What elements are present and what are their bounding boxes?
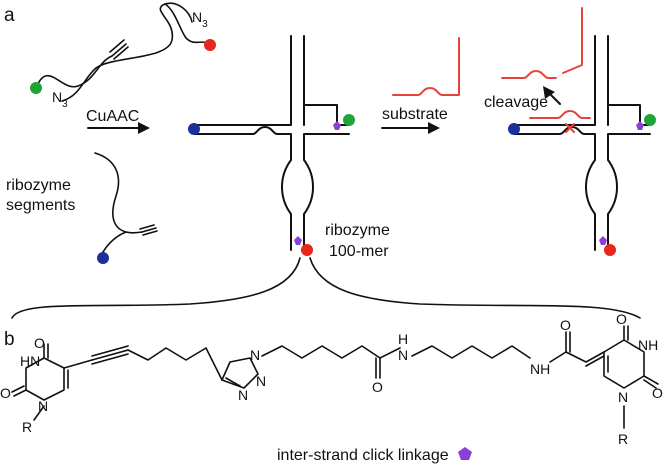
released-fragment-1 bbox=[501, 70, 557, 79]
azide-top-label: N3 bbox=[192, 9, 208, 30]
red-dot bbox=[204, 39, 216, 51]
segment-strand-blue: ribozyme segments bbox=[6, 152, 158, 264]
mer-label-1: ribozyme bbox=[325, 222, 390, 239]
azide-bottom-label: N3 bbox=[52, 89, 68, 110]
click-pentagon bbox=[333, 121, 341, 130]
atom-nh-2: NH bbox=[530, 361, 550, 377]
atom-n-3: N bbox=[256, 373, 266, 389]
atom-o-6: O bbox=[652, 385, 663, 401]
zoom-bracket bbox=[11, 257, 641, 319]
atom-r-1: R bbox=[22, 419, 32, 435]
cuaac-label: CuAAC bbox=[86, 108, 139, 125]
atom-o-3: O bbox=[372, 379, 383, 395]
segments-label-1: ribozyme bbox=[6, 177, 71, 194]
ribozyme-cleaved: cleavage bbox=[484, 7, 656, 256]
chemical-structure: O HN O N R N N N O H N NH O O NH bbox=[0, 311, 663, 447]
atom-n-6: N bbox=[618, 389, 628, 405]
ribozyme-assembled: ribozyme 100-mer bbox=[188, 35, 390, 260]
alkyne-strand-green bbox=[30, 39, 129, 94]
green-dot-assembled bbox=[343, 114, 355, 126]
cleavage-mark bbox=[565, 123, 575, 133]
atom-nh-3: NH bbox=[638, 337, 658, 353]
linkage-pentagon-icon bbox=[458, 447, 472, 460]
cleavage-label: cleavage bbox=[484, 94, 548, 111]
panel-label-a: a bbox=[4, 5, 15, 26]
red-dot-assembled bbox=[301, 244, 313, 256]
cuaac-arrow: CuAAC bbox=[86, 108, 150, 134]
blue-dot-assembled bbox=[188, 123, 200, 135]
released-fragment-2 bbox=[562, 7, 583, 74]
atom-n-5: N bbox=[398, 347, 408, 363]
red-dot-cleaved bbox=[604, 244, 616, 256]
blue-dot-cleaved bbox=[508, 123, 520, 135]
panel-label-b: b bbox=[4, 329, 15, 350]
mer-label-2: 100-mer bbox=[329, 243, 389, 260]
blue-dot bbox=[97, 252, 109, 264]
substrate-step: substrate bbox=[381, 37, 460, 134]
green-dot bbox=[30, 82, 42, 94]
atom-r-2: R bbox=[618, 431, 628, 447]
green-dot-cleaved bbox=[644, 114, 656, 126]
atom-n-4: N bbox=[238, 387, 248, 403]
atom-h-1: H bbox=[398, 331, 408, 347]
atom-n-2: N bbox=[250, 347, 260, 363]
click-pentagon-cleaved-bottom bbox=[599, 236, 607, 245]
azide-strand-red: N3 N3 bbox=[52, 2, 216, 110]
atom-hn-1: HN bbox=[20, 353, 40, 369]
substrate-label: substrate bbox=[382, 106, 448, 123]
atom-o-2: O bbox=[0, 385, 11, 401]
click-pentagon-bottom bbox=[294, 236, 302, 245]
atom-o-5: O bbox=[616, 311, 627, 327]
atom-o-1: O bbox=[34, 335, 45, 351]
click-pentagon-cleaved bbox=[636, 121, 644, 130]
atom-o-4: O bbox=[560, 317, 571, 333]
segments-label-2: segments bbox=[6, 197, 75, 214]
linkage-label: inter-strand click linkage bbox=[277, 447, 449, 464]
